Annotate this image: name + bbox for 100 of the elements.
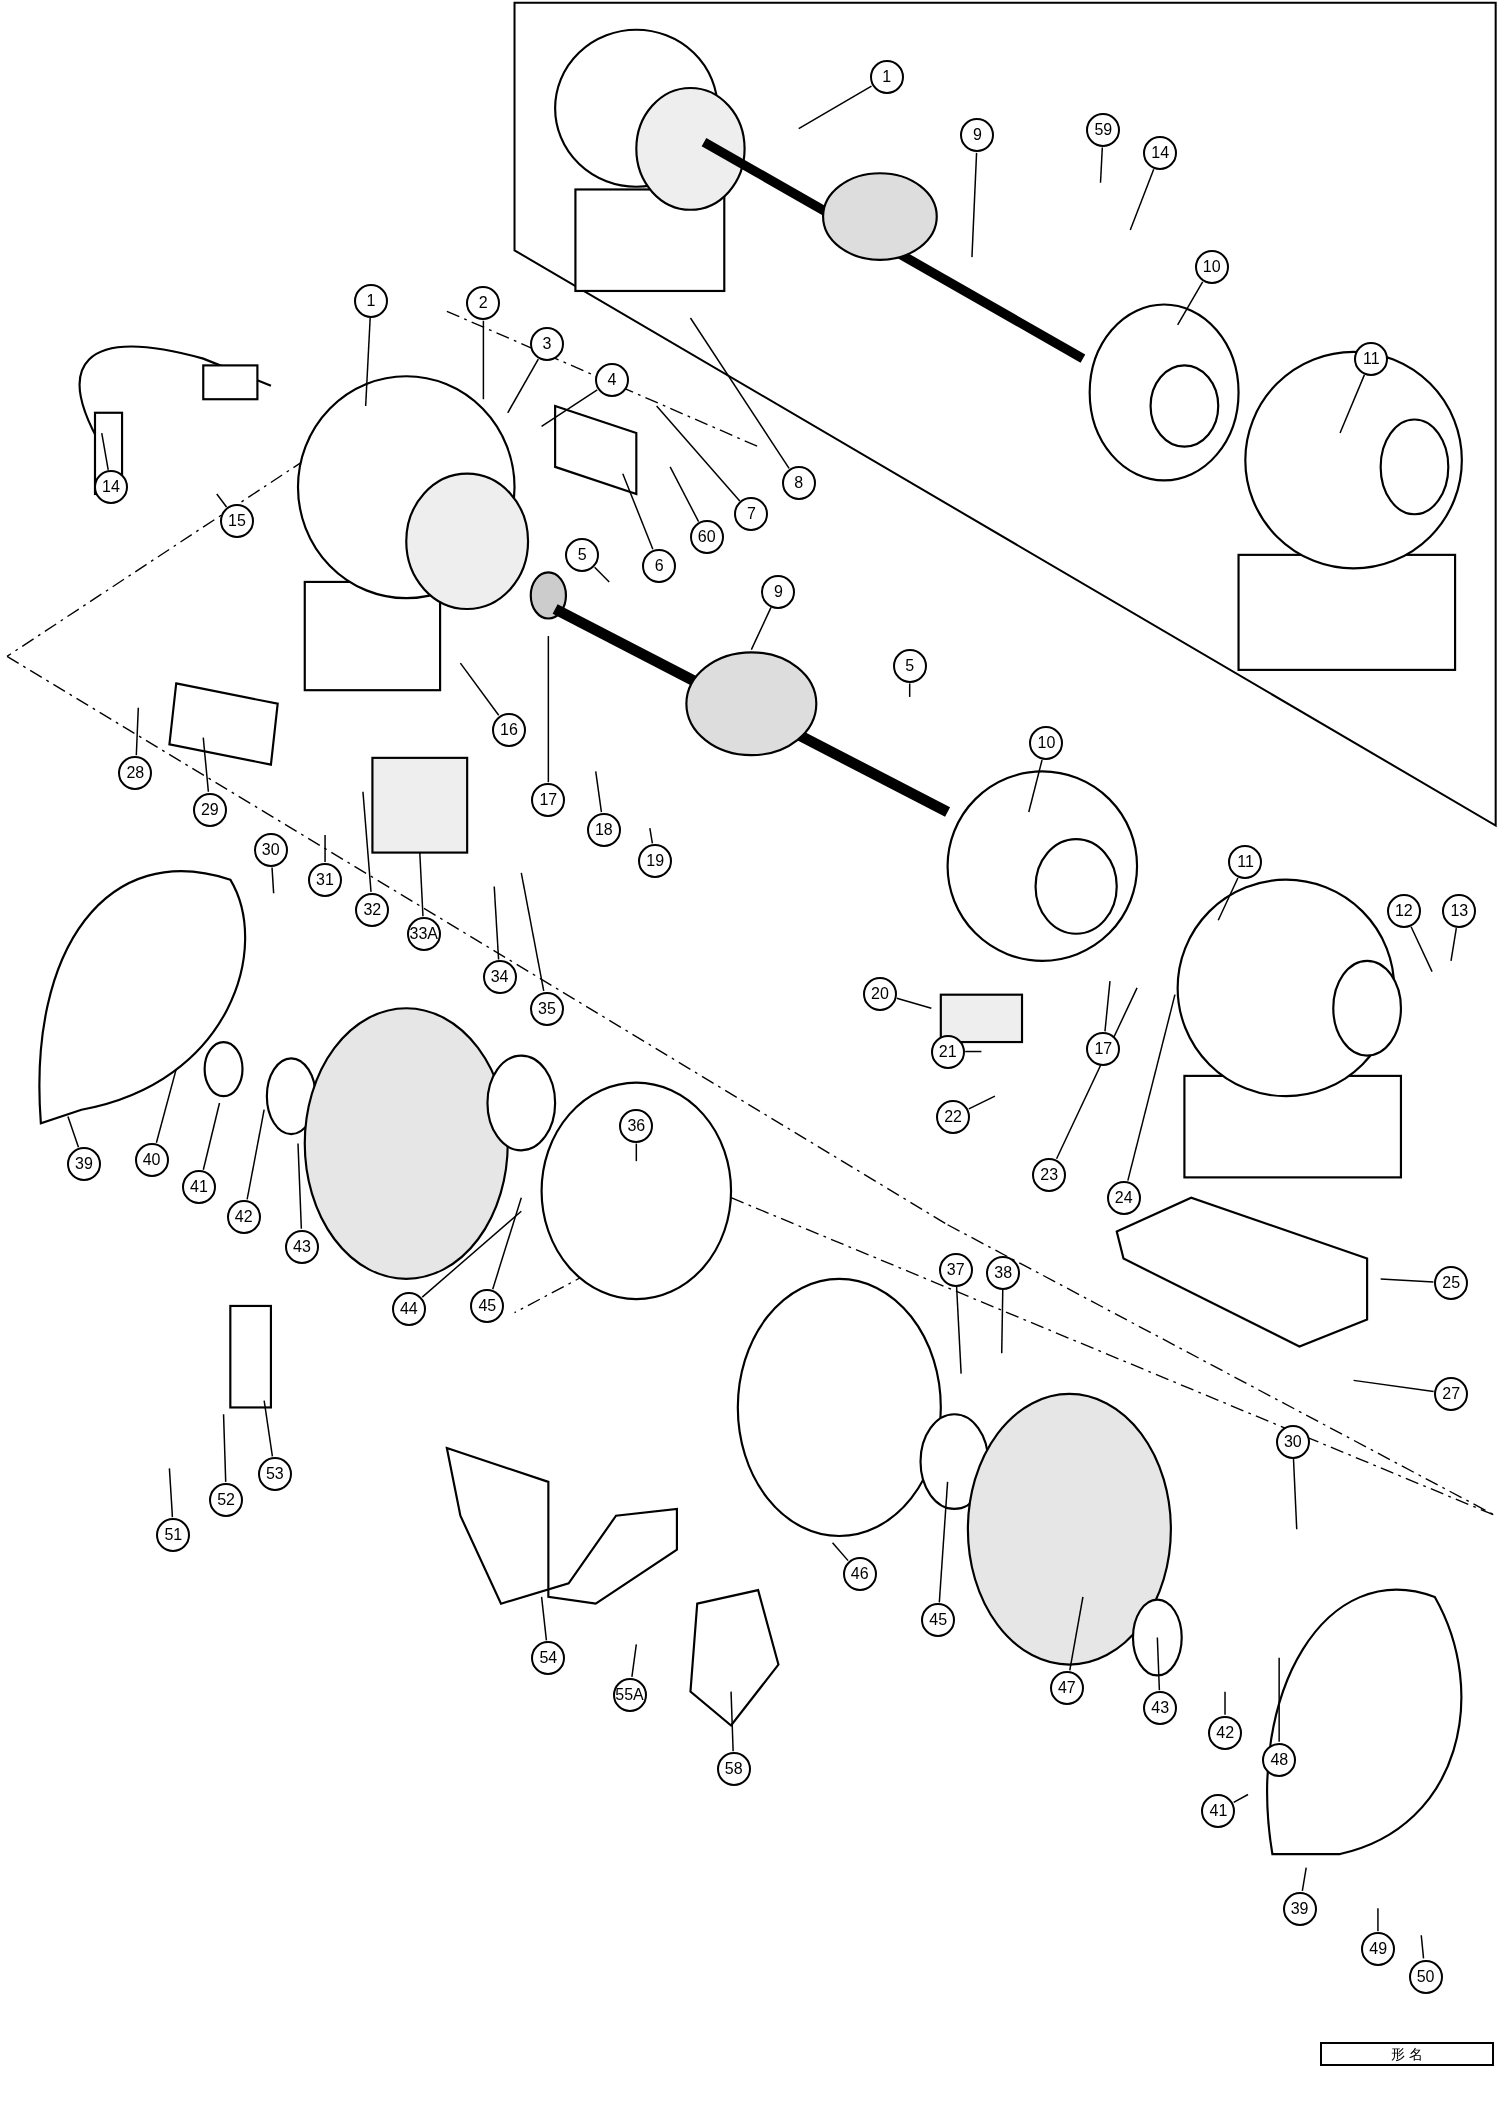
callout-number: 8 [781, 466, 816, 501]
callout-number: 47 [1049, 1671, 1084, 1706]
callout-number: 9 [960, 118, 995, 153]
callout-number: 3 [529, 326, 564, 361]
leader-line [955, 1286, 962, 1375]
callout-number: 2 [466, 286, 501, 321]
leader-line [1278, 1657, 1280, 1743]
callout-number: 35 [529, 991, 564, 1026]
callout-number: 17 [1086, 1032, 1121, 1067]
leader-line [968, 1095, 996, 1110]
leader-line [797, 85, 873, 130]
leader-line [649, 827, 654, 845]
leader-line [459, 662, 500, 716]
leader-line [1156, 1636, 1161, 1692]
leader-line [540, 389, 598, 428]
leader-line [364, 317, 371, 407]
leader-line [1292, 1458, 1298, 1530]
callout-number: 34 [482, 960, 517, 995]
callout-number: 13 [1442, 894, 1477, 929]
leader-line [1000, 1288, 1004, 1355]
leader-line [67, 1115, 80, 1148]
leader-line [246, 1108, 265, 1201]
callout-number: 32 [355, 892, 390, 927]
leader-line [419, 851, 424, 917]
leader-line [1377, 1907, 1379, 1932]
leader-line [1352, 1379, 1435, 1393]
callout-number: 45 [921, 1603, 956, 1638]
leader-line [971, 152, 978, 258]
callout-number: 6 [642, 548, 677, 583]
callout-number: 42 [1208, 1715, 1243, 1750]
leader-line [540, 1596, 548, 1642]
leader-line [202, 1102, 221, 1171]
leader-line [831, 1542, 849, 1562]
leader-line [655, 405, 741, 502]
callout-number: 10 [1194, 249, 1229, 284]
callout-number: 11 [1354, 341, 1389, 376]
callout-number: 1 [353, 283, 388, 318]
leader-line [1099, 146, 1104, 184]
leader-line [1379, 1278, 1435, 1283]
callout-number: 30 [1275, 1424, 1310, 1459]
leader-line [482, 320, 485, 400]
callout-number: 40 [134, 1143, 169, 1178]
leader-line [631, 1643, 638, 1678]
callout-number: 1 [869, 60, 904, 95]
callout-number: 16 [492, 712, 526, 747]
leader-line [202, 736, 210, 793]
callout-number: 39 [66, 1147, 101, 1182]
leader-line [135, 707, 140, 756]
callout-number: 14 [94, 470, 128, 505]
callout-number: 18 [586, 812, 621, 847]
callout-number: 4 [594, 363, 629, 398]
callout-number: 54 [531, 1641, 566, 1676]
leader-line [491, 1196, 523, 1290]
callout-number: 14 [1143, 135, 1178, 170]
callout-number: 21 [930, 1034, 965, 1069]
callout-number: 33A [406, 917, 441, 952]
leader-line [324, 834, 326, 863]
callout-number: 60 [689, 520, 724, 555]
callout-number: 11 [1228, 845, 1263, 880]
callout-number: 12 [1386, 894, 1421, 929]
callout-number: 28 [118, 756, 153, 790]
leader-line [362, 790, 372, 893]
leader-line [1129, 168, 1155, 231]
callout-number: 53 [257, 1457, 292, 1492]
leader-line [938, 1481, 949, 1604]
leader-line [547, 635, 550, 783]
leader-line [520, 872, 545, 992]
callout-number: 46 [842, 1557, 877, 1592]
callout-number: 49 [1361, 1932, 1396, 1967]
leader-line [730, 1690, 734, 1752]
callout-number: 58 [716, 1752, 751, 1787]
leader-line [1176, 281, 1204, 326]
leader-line [155, 1068, 177, 1144]
callout-number: 24 [1106, 1181, 1141, 1216]
leader-line [593, 566, 610, 583]
leader-line [1301, 1866, 1307, 1892]
leader-line [271, 866, 275, 894]
callout-number: 43 [1143, 1691, 1178, 1726]
callout-number: 55A [612, 1677, 647, 1712]
callout-number: 50 [1408, 1959, 1443, 1994]
callout-number: 42 [226, 1200, 261, 1235]
leader-line [1069, 1596, 1084, 1671]
leader-line [1410, 925, 1433, 973]
leader-line [1127, 993, 1176, 1182]
callout-number: 52 [209, 1483, 244, 1517]
callout-number: 23 [1032, 1158, 1067, 1193]
callout-number: 51 [156, 1518, 191, 1553]
leader-line [689, 317, 790, 470]
leader-line [594, 770, 603, 813]
title-block-label: 形 名 [1320, 2042, 1494, 2066]
callout-number: 41 [182, 1170, 216, 1205]
callout-number: 5 [565, 538, 600, 573]
callout-number: 5 [892, 649, 927, 684]
callout-number: 9 [761, 574, 796, 609]
callout-number: 59 [1086, 112, 1121, 147]
leader-line [635, 1142, 638, 1162]
leader-line [669, 466, 700, 523]
leader-line [263, 1399, 274, 1458]
leader-line [297, 1142, 303, 1230]
leader-line [1420, 1934, 1425, 1960]
